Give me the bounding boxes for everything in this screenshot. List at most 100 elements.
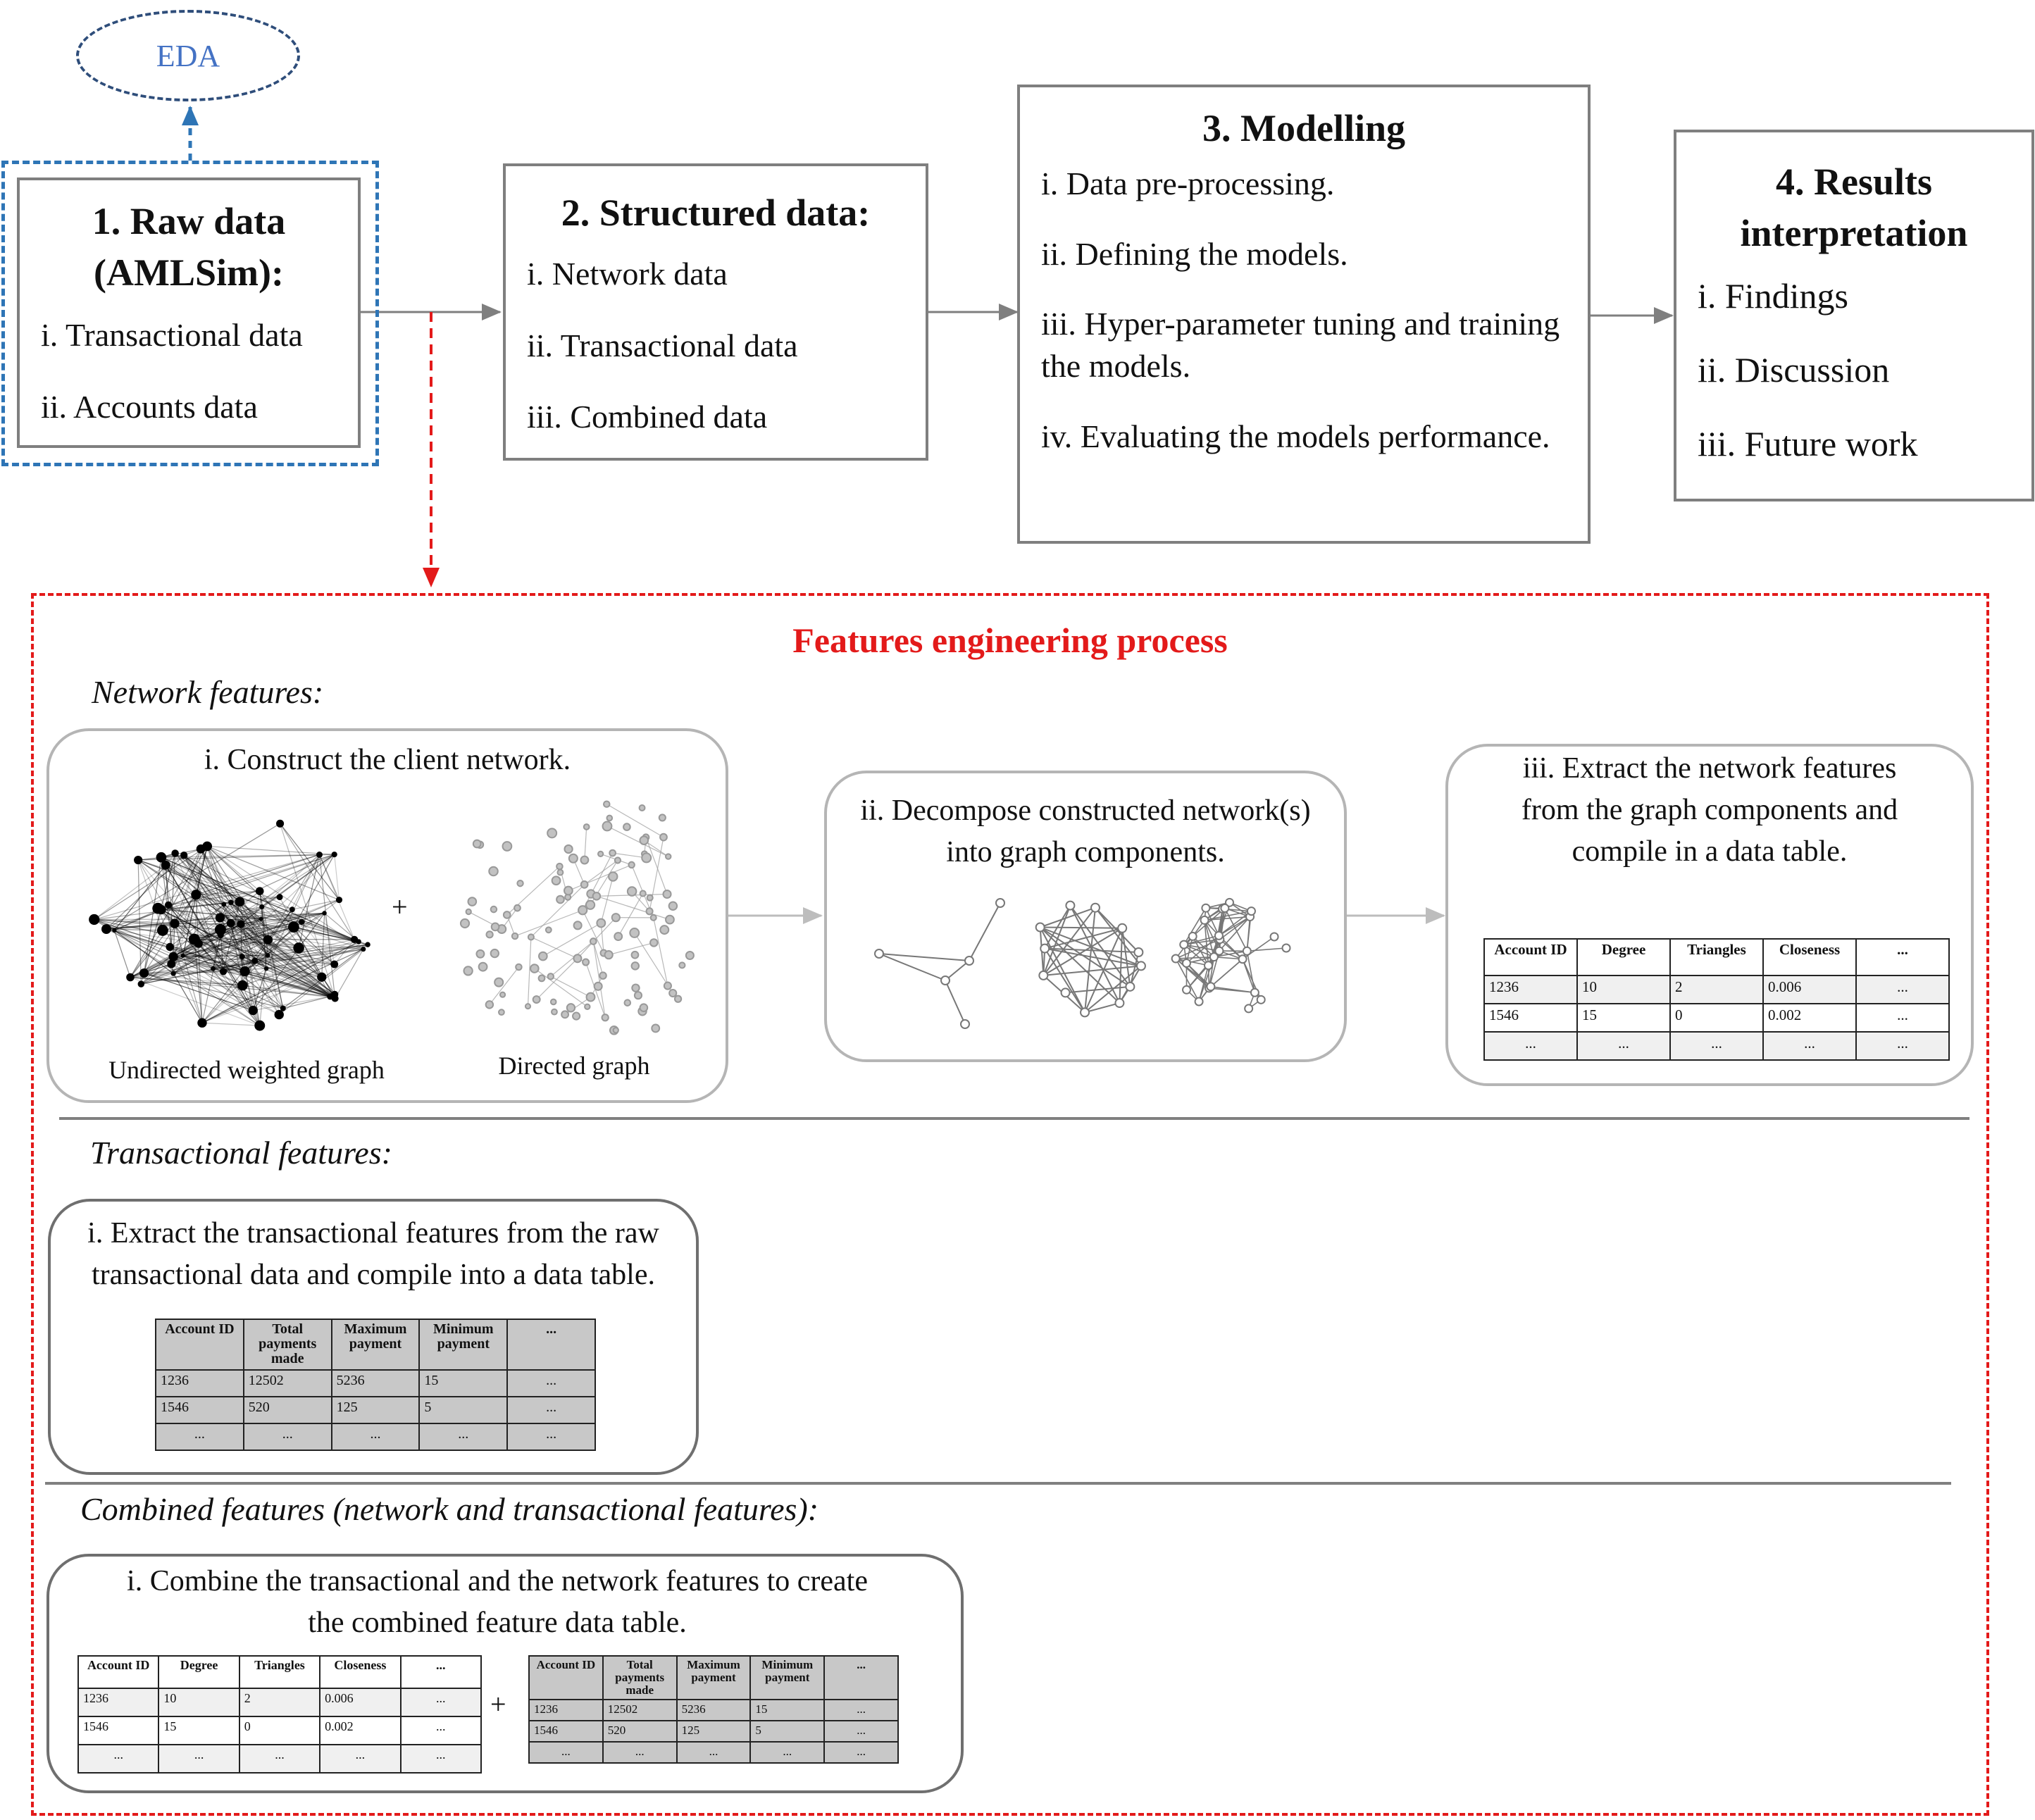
- graph-edge: [173, 973, 203, 1023]
- graph-node: [524, 1003, 532, 1010]
- graph-node: [365, 942, 371, 947]
- graph-node: [568, 853, 578, 864]
- graph-node: [166, 942, 174, 952]
- graph-edge: [206, 846, 268, 940]
- graph-edge: [173, 926, 294, 974]
- graph-edge: [171, 926, 294, 965]
- graph-edge: [113, 930, 131, 978]
- component-node: [1125, 981, 1135, 992]
- component-edge: [1084, 907, 1096, 1013]
- graph-node: [530, 964, 540, 973]
- graph-edge: [170, 964, 261, 1026]
- eda-ellipse: EDA: [76, 10, 300, 101]
- graph-edge: [130, 964, 172, 978]
- graph-node: [289, 906, 295, 913]
- table-cell: ...: [676, 1740, 752, 1764]
- graph-edge: [201, 909, 293, 1023]
- table-header-cell: Degree: [1576, 938, 1671, 976]
- graph-edge: [267, 954, 335, 999]
- graph-edge: [137, 859, 368, 945]
- graph-node: [171, 849, 179, 857]
- graph-edge: [240, 912, 325, 925]
- component-edge: [1186, 956, 1214, 964]
- table-header-cell: Account ID: [1483, 938, 1578, 976]
- graph-edge: [161, 902, 231, 911]
- graph-node: [472, 839, 482, 849]
- table-header-cell: Maximum payment: [676, 1655, 752, 1700]
- graph-edge: [130, 976, 330, 997]
- graph-node: [214, 923, 226, 935]
- table-header-cell: Total payments made: [602, 1655, 678, 1700]
- graph-edge: [183, 854, 261, 920]
- graph-edge: [162, 918, 261, 931]
- component-node: [1060, 987, 1071, 998]
- graph-edge: [207, 845, 335, 855]
- table-cell: ...: [77, 1744, 160, 1774]
- component-node: [1201, 903, 1211, 913]
- graph-edge: [106, 928, 335, 995]
- graph-node: [361, 947, 366, 952]
- graph-node: [467, 897, 478, 906]
- step-item: ii. Defining the models.: [1041, 235, 1348, 272]
- graph-edge: [161, 856, 359, 942]
- graph-edge: [130, 976, 260, 1026]
- graph-edge: [137, 859, 243, 986]
- step-title: 1. Raw data: [92, 200, 286, 242]
- graph-node: [561, 1010, 570, 1019]
- graph-edge: [173, 846, 208, 957]
- graph-node: [170, 971, 176, 976]
- component-edge: [1219, 916, 1251, 952]
- graph-node: [254, 1020, 266, 1031]
- table-cell: ...: [1669, 1031, 1764, 1061]
- graph-node: [475, 949, 485, 959]
- graph-node: [335, 897, 343, 904]
- graph-edge: [239, 901, 323, 978]
- graph-edge: [230, 854, 335, 903]
- graph-edge: [242, 985, 261, 1026]
- graph-edge: [608, 942, 654, 956]
- graph-edge: [175, 853, 261, 920]
- graph-edge: [301, 921, 359, 942]
- graph-node: [551, 875, 561, 886]
- graph-node: [639, 1003, 649, 1013]
- graph-edge: [161, 856, 335, 995]
- graph-node: [630, 950, 640, 959]
- step-item: iii. Combined data: [527, 399, 768, 435]
- graph-node: [298, 918, 305, 925]
- graph-edge: [213, 948, 363, 969]
- component-edge: [1204, 910, 1252, 921]
- graph-edge: [550, 976, 591, 998]
- graph-edge: [169, 904, 225, 947]
- graph-node: [633, 991, 643, 1000]
- graph-edge: [261, 854, 320, 907]
- graph-node: [668, 901, 678, 911]
- graph-edge: [157, 908, 267, 969]
- graph-edge: [183, 854, 232, 924]
- component-edge: [1175, 958, 1200, 1002]
- graph-edge: [293, 854, 335, 928]
- graph-node: [547, 973, 554, 980]
- raw-data-highlight: [1, 161, 379, 466]
- table-cell: 1546: [155, 1396, 244, 1424]
- component-edge: [1039, 927, 1085, 1013]
- graph-node: [623, 999, 632, 1006]
- table-cell: ...: [823, 1719, 899, 1743]
- graph-edge: [130, 947, 299, 978]
- table-row: ...............: [77, 1744, 483, 1774]
- step-item: iii. Hyper-parameter tuning and training…: [1041, 306, 1560, 385]
- graph-node: [515, 963, 523, 971]
- graph-edge: [194, 912, 325, 940]
- graph-node: [161, 860, 170, 870]
- graph-edge: [182, 955, 213, 969]
- graph-node: [498, 1009, 505, 1016]
- component-edge: [1045, 947, 1142, 967]
- step-title: 2. Structured data:: [561, 192, 871, 234]
- graph-edge: [144, 972, 330, 997]
- graph-edge: [194, 939, 331, 997]
- table-cell: 10: [158, 1688, 240, 1717]
- graph-edge: [592, 941, 606, 1018]
- graph-edge: [606, 825, 668, 857]
- component-edge: [1043, 927, 1123, 976]
